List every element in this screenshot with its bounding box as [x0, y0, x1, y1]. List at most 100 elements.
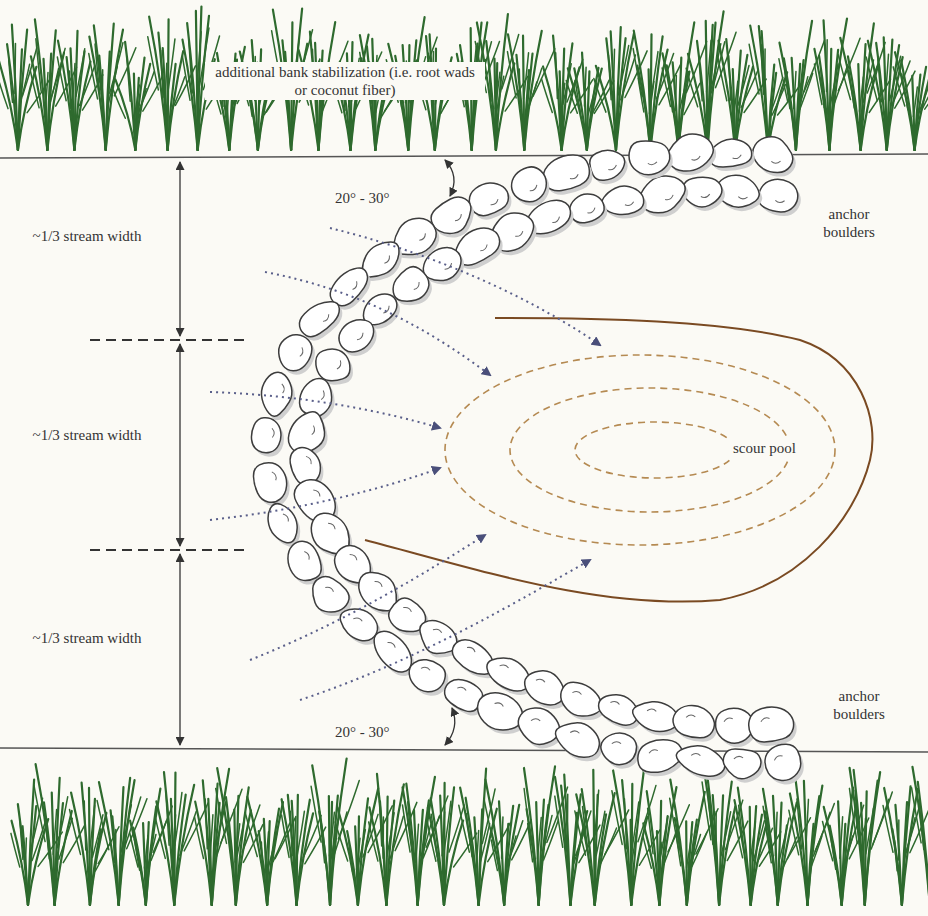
grass-tuft — [779, 21, 825, 150]
boulder-crack — [500, 663, 509, 670]
boulder-crack — [433, 627, 442, 634]
boulder-crack — [572, 690, 582, 696]
boulder-crack — [457, 685, 466, 692]
boulder-crack — [270, 428, 275, 437]
grass-tuft — [507, 31, 554, 150]
grass-tuft — [245, 797, 295, 905]
boulder-crack — [375, 579, 383, 588]
grass-tuft — [484, 780, 531, 905]
boulder — [673, 741, 728, 781]
boulder — [251, 459, 291, 505]
boulder — [721, 748, 762, 781]
boulder-crack — [760, 717, 769, 721]
grass-tuft — [34, 764, 85, 905]
boulder-crack — [732, 155, 741, 159]
boulder-crack — [356, 333, 365, 341]
boulder — [272, 329, 317, 376]
boulder-crack — [403, 605, 412, 613]
boulder-crack — [648, 161, 657, 165]
boulder-crack — [724, 718, 733, 722]
boulder — [404, 654, 450, 697]
grass-tuft — [369, 774, 417, 905]
boulder-crack — [412, 282, 421, 290]
boulder-crack — [335, 360, 343, 369]
boulder-crack — [738, 195, 747, 200]
boulder-crack — [310, 426, 316, 436]
boulder-crack — [304, 551, 310, 561]
grass-tuft — [662, 22, 706, 150]
boulder-crack — [587, 208, 597, 214]
boulder — [756, 175, 802, 217]
grass-tuft — [30, 19, 76, 150]
boulder — [628, 140, 671, 176]
boulder-crack — [479, 244, 488, 251]
boulder — [587, 146, 629, 184]
bank-stabilization-note: additional bank stabilization (i.e. root… — [205, 62, 485, 100]
angle-label: 20° - 30° — [332, 722, 393, 742]
grass-tuft — [427, 783, 476, 905]
boulder-crack — [383, 255, 392, 264]
boulder-crack — [647, 708, 657, 713]
boulder-crack — [328, 521, 336, 530]
boulder-crack — [490, 199, 499, 206]
boulder — [259, 370, 295, 418]
grass-tuft — [335, 788, 392, 905]
grass-tuft — [789, 780, 835, 905]
boulder-crack — [569, 174, 578, 179]
boulder-crack — [665, 195, 675, 201]
boulder-crack — [514, 231, 524, 237]
boulder-crack — [570, 729, 580, 735]
boulder-crack — [454, 214, 463, 222]
grass-tuft — [57, 31, 102, 150]
grass-tuft — [749, 26, 801, 150]
boulder-crack — [421, 665, 430, 672]
flow-arrows — [210, 228, 600, 700]
grass-tuft — [97, 778, 147, 905]
boulder-crack — [322, 314, 331, 322]
boulder — [598, 729, 640, 768]
boulder — [514, 704, 564, 749]
boulder — [294, 294, 345, 342]
boulder-vane — [249, 131, 808, 789]
boulder-crack — [612, 741, 621, 746]
boulder-crack — [272, 471, 277, 480]
boulder-crack — [283, 513, 289, 523]
boulder — [249, 415, 284, 455]
grass-tuft — [542, 36, 593, 150]
grass-tuft — [734, 788, 781, 905]
scour-pool-outline — [365, 318, 872, 602]
scour-contours — [445, 355, 835, 545]
grass-tuft — [195, 769, 242, 905]
grass-tuft — [89, 24, 136, 150]
boulder-crack — [382, 306, 391, 314]
angle-arcs — [445, 160, 455, 745]
grass-tuft — [11, 779, 62, 905]
boulder-crack — [775, 198, 785, 203]
grass-tuft — [612, 764, 660, 905]
vane-centerline — [285, 172, 790, 744]
boulder-crack — [353, 616, 362, 623]
grass-tuft — [70, 783, 119, 905]
grass-tuft — [718, 39, 766, 150]
boulder — [671, 703, 717, 741]
width-dimension: ~1/3 stream width — [22, 628, 152, 648]
boulder-crack — [388, 640, 396, 649]
width-dimension: ~1/3 stream width — [22, 226, 152, 246]
anchor-label: anchor boulders — [808, 204, 890, 242]
boulder — [283, 537, 325, 585]
boulder-crack — [351, 281, 359, 290]
grass-tuft — [912, 761, 928, 905]
boulder-crack — [298, 347, 305, 356]
width-dimension: ~1/3 stream width — [22, 425, 152, 445]
bank-grass — [0, 7, 928, 905]
boulder-crack — [625, 202, 634, 206]
grass-tuft — [643, 787, 689, 905]
grass-tuft — [814, 19, 860, 150]
grass-tuft — [686, 11, 736, 150]
grass-tuft — [575, 770, 629, 905]
grass-tuft — [594, 27, 647, 150]
anchor-label: anchor boulders — [818, 686, 900, 724]
boulder-crack — [691, 156, 700, 161]
